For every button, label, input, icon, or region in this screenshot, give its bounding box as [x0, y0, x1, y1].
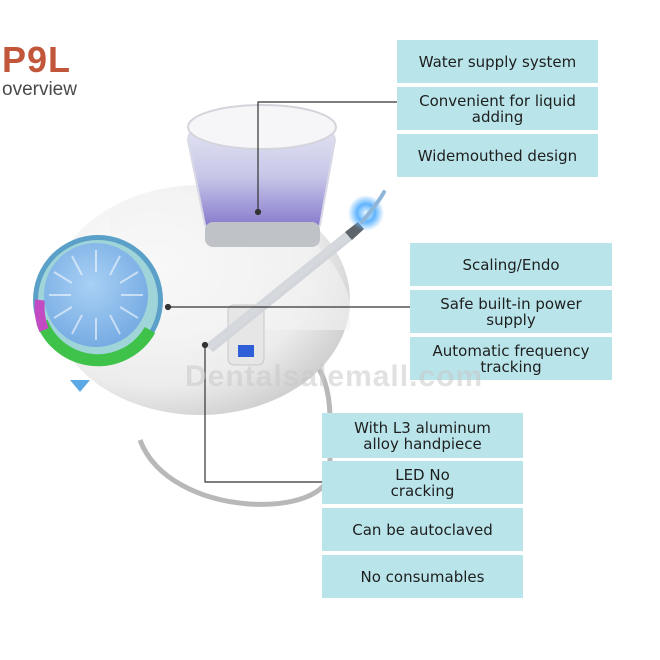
feature-label: Water supply system [418, 52, 577, 71]
feature-label: Safe built-in power supply [440, 294, 582, 329]
feature-label: With L3 aluminum alloy handpiece [354, 418, 491, 453]
feature-label: LED No cracking [390, 465, 455, 500]
feature-box-liquid-adding: Convenient for liquid adding [397, 87, 598, 130]
page-subtitle: overview [2, 79, 77, 100]
feature-label: Scaling/Endo [462, 255, 560, 274]
feature-box-aluminum-handpiece: With L3 aluminum alloy handpiece [322, 413, 523, 458]
feature-box-frequency-tracking: Automatic frequency tracking [410, 337, 612, 380]
feature-label: Automatic frequency tracking [432, 341, 590, 376]
feature-box-autoclaved: Can be autoclaved [322, 508, 523, 551]
feature-label: Convenient for liquid adding [419, 91, 576, 126]
feature-box-widemouthed: Widemouthed design [397, 134, 598, 177]
feature-box-power-supply: Safe built-in power supply [410, 290, 612, 333]
watermark: Dentalsalemall.com [185, 360, 484, 393]
page-title: P9L [2, 39, 72, 80]
feature-label: Widemouthed design [417, 146, 578, 165]
feature-box-scaling-endo: Scaling/Endo [410, 243, 612, 286]
feature-label: No consumables [360, 567, 485, 586]
feature-box-no-consumables: No consumables [322, 555, 523, 598]
feature-label: Can be autoclaved [352, 520, 493, 539]
feature-box-water-supply: Water supply system [397, 40, 598, 83]
feature-box-led: LED No cracking [322, 461, 523, 504]
